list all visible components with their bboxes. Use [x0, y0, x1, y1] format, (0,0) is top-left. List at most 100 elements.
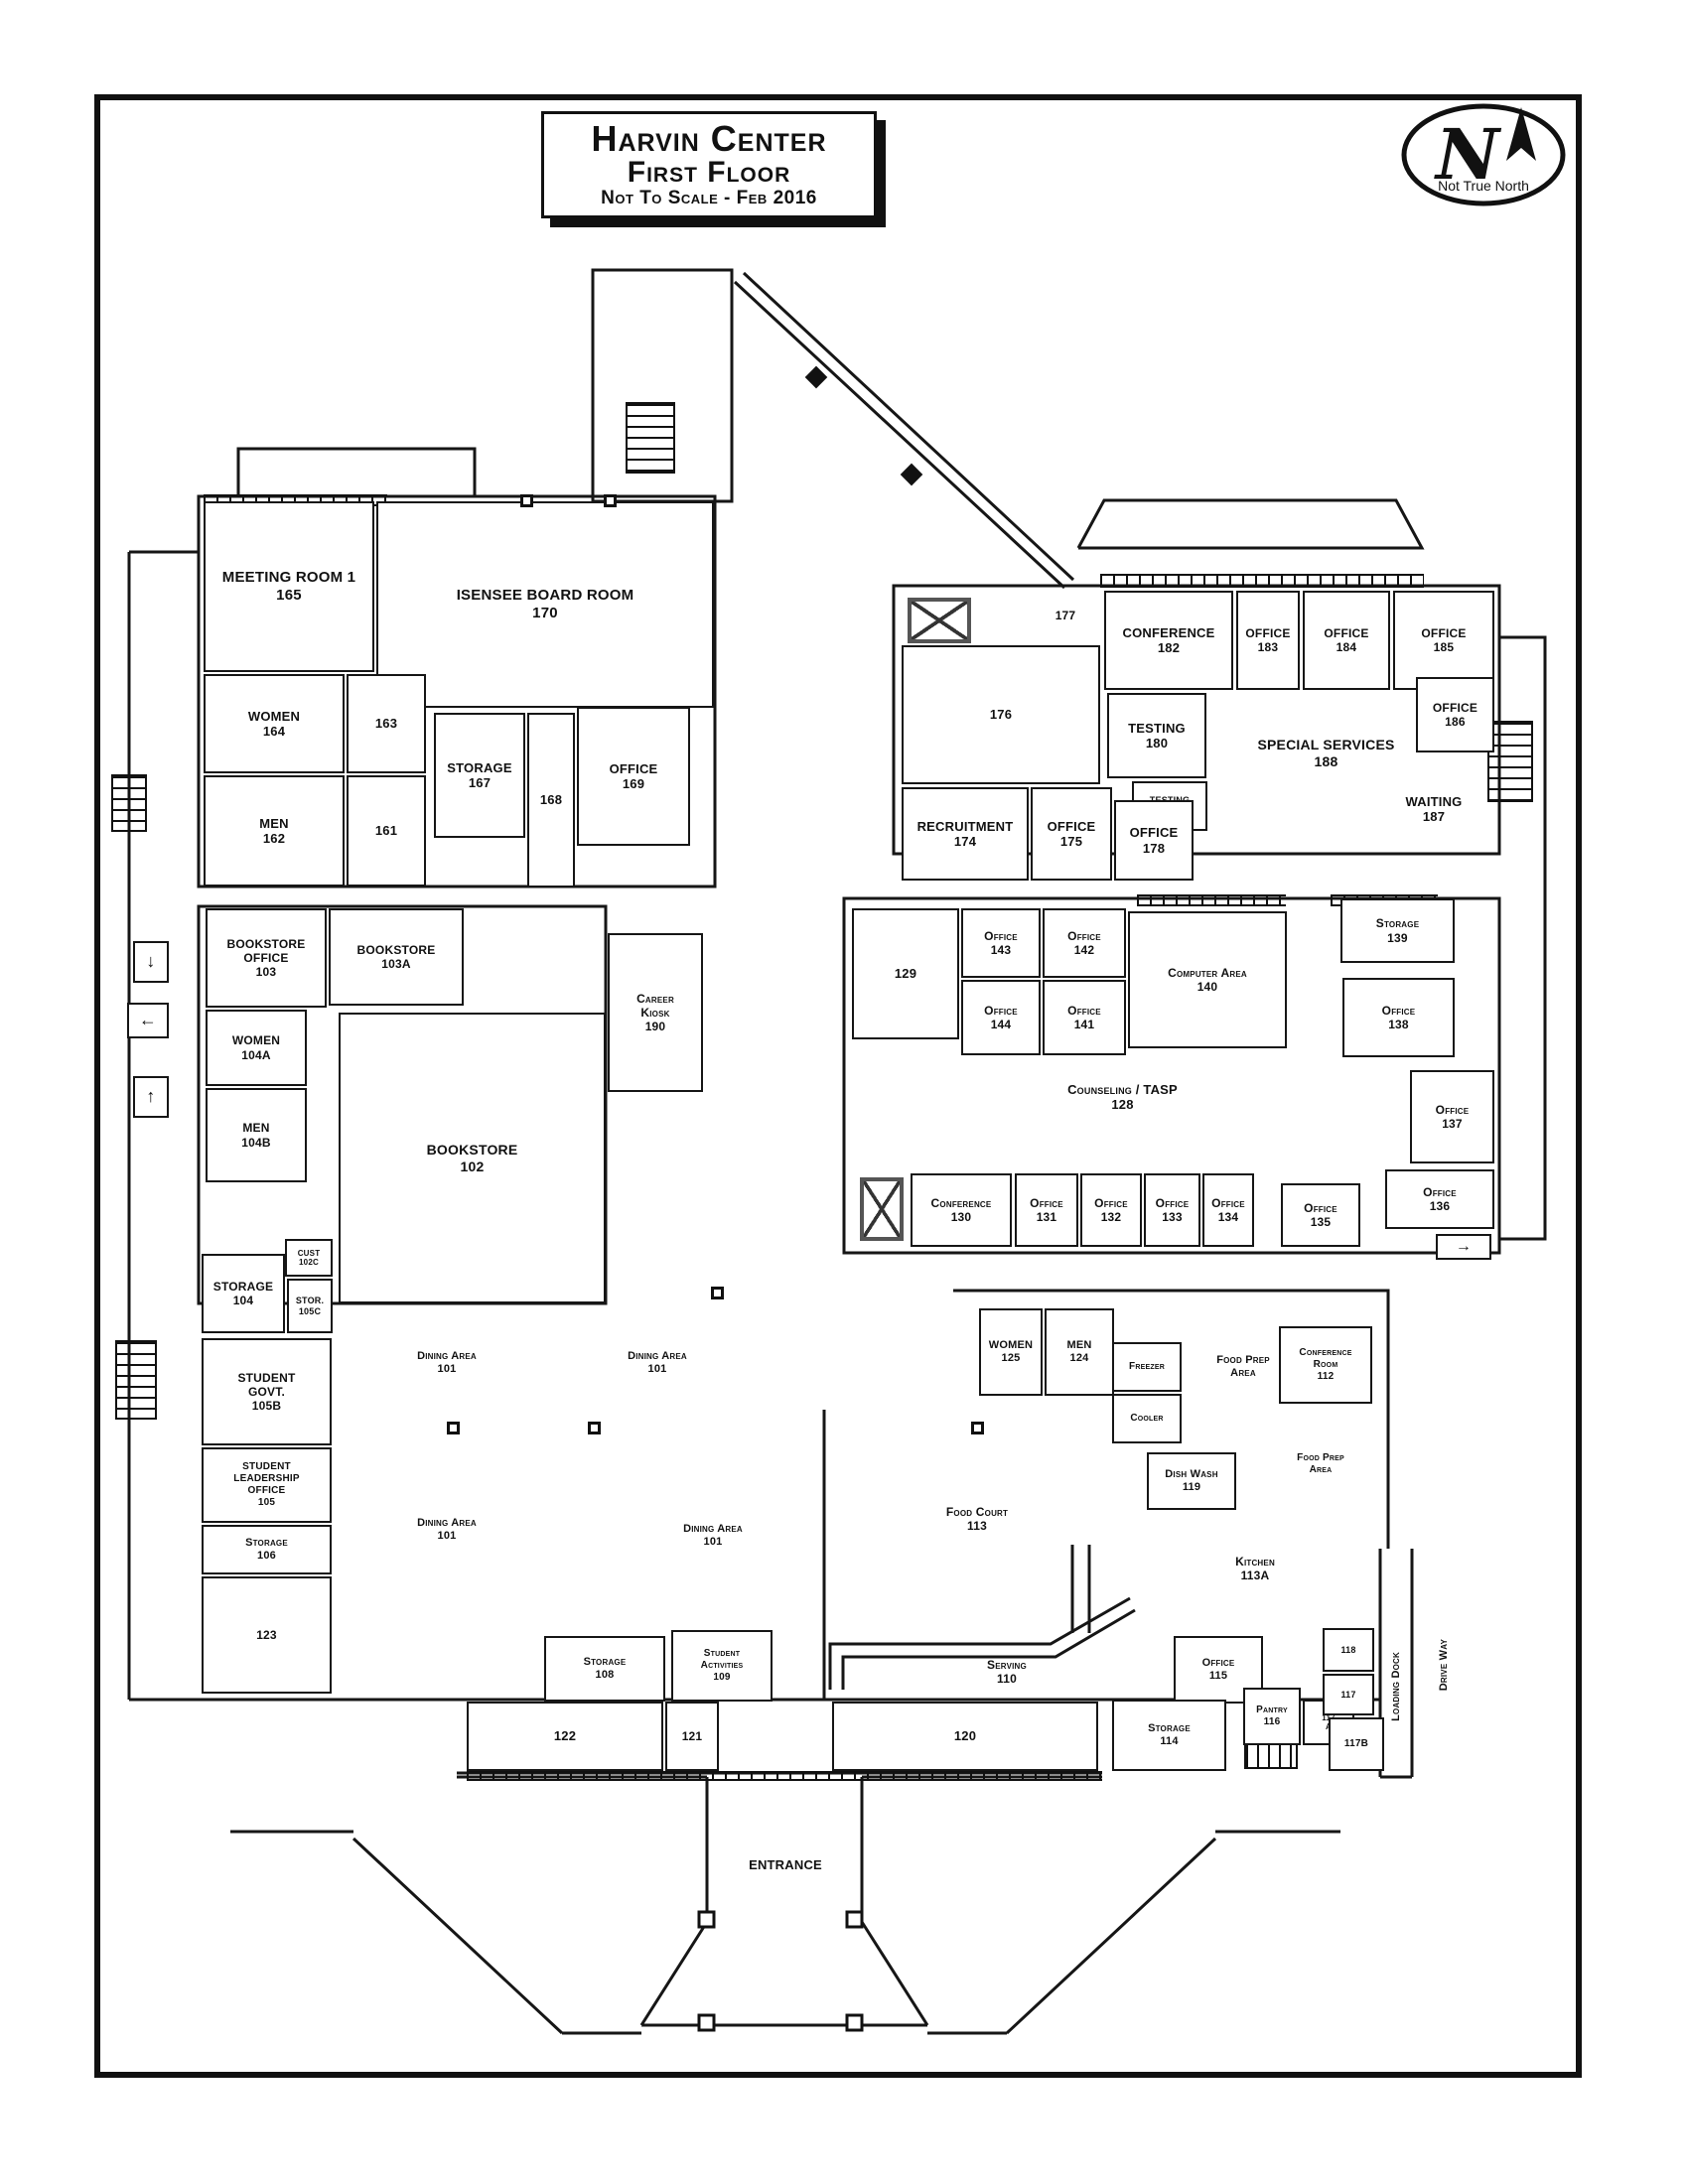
office-135: Office 135 — [1281, 1183, 1360, 1247]
storage-139-label: Storage 139 — [1375, 916, 1420, 945]
storage-114-label: Storage 114 — [1148, 1722, 1191, 1747]
student-activities-109-label: Student Activities 109 — [700, 1648, 744, 1683]
room-168-label: 168 — [539, 792, 563, 808]
bookstore-102-label: BOOKSTORE 102 — [426, 1141, 518, 1174]
office-134: Office 134 — [1202, 1173, 1254, 1247]
column-marker — [447, 1422, 460, 1434]
special-services-188: SPECIAL SERVICES 188 — [1229, 721, 1423, 786]
office-143: Office 143 — [961, 908, 1041, 978]
dining-area-101-b: Dining Area 101 — [606, 1342, 709, 1384]
freezer: Freezer — [1112, 1342, 1182, 1392]
food-court-113: Food Court 113 — [921, 1494, 1033, 1544]
freezer-label: Freezer — [1129, 1361, 1165, 1373]
men-104b: MEN 104B — [206, 1088, 307, 1182]
window-band-computer-area — [1137, 894, 1286, 906]
student-leadership-office-105-label: STUDENT LEADERSHIP OFFICE 105 — [233, 1461, 300, 1508]
bookstore-103a: BOOKSTORE 103A — [329, 908, 464, 1006]
office-141-label: Office 141 — [1067, 1003, 1101, 1031]
dining-area-101-a-label: Dining Area 101 — [417, 1350, 477, 1375]
logo-monogram: N — [1434, 113, 1502, 196]
stairs-east — [1487, 721, 1533, 802]
room-177: 177 — [1033, 592, 1098, 639]
women-125-label: WOMEN 125 — [988, 1339, 1034, 1364]
women-164: WOMEN 164 — [204, 674, 345, 773]
food-prep-area-1: Food Prep Area — [1190, 1342, 1297, 1392]
vestibule-columns — [697, 1910, 864, 2032]
testing-180: TESTING 180 — [1107, 693, 1206, 778]
elevator-left-label: ← — [138, 1010, 158, 1030]
plan-scale-note: Not To Scale - Feb 2016 — [601, 188, 817, 209]
counseling-tasp-128-label: Counseling / TASP 128 — [1067, 1081, 1178, 1112]
north-arrow-icon — [1506, 107, 1536, 161]
dish-wash-119-label: Dish Wash 119 — [1165, 1468, 1218, 1493]
office-178: OFFICE 178 — [1114, 800, 1194, 881]
bookstore-102: BOOKSTORE 102 — [339, 1013, 606, 1303]
drive-way: Drive Way — [1430, 1600, 1458, 1729]
office-131: Office 131 — [1015, 1173, 1078, 1247]
kitchen-113a: Kitchen 113A — [1203, 1545, 1307, 1592]
men-162-label: MEN 162 — [259, 815, 289, 846]
waiting-187: WAITING 187 — [1388, 782, 1479, 836]
room-168: 168 — [527, 713, 575, 887]
bookstore-103a-label: BOOKSTORE 103A — [356, 942, 436, 971]
office-136-label: Office 136 — [1423, 1184, 1457, 1213]
storage-167: STORAGE 167 — [434, 713, 525, 838]
office-142: Office 142 — [1043, 908, 1126, 978]
storage-139: Storage 139 — [1340, 898, 1455, 963]
isensee-board-room-170-label: ISENSEE BOARD ROOM 170 — [456, 587, 634, 621]
men-124-label: MEN 124 — [1066, 1339, 1092, 1364]
elevator-down-label: ↓ — [146, 951, 156, 972]
conference-130-label: Conference 130 — [930, 1195, 992, 1224]
conference-130: Conference 130 — [911, 1173, 1012, 1247]
room-117-label: 117 — [1340, 1689, 1356, 1700]
women-164-label: WOMEN 164 — [247, 708, 301, 739]
room-118-label: 118 — [1340, 1644, 1356, 1655]
bookstore-office-103-label: BOOKSTORE OFFICE 103 — [226, 936, 306, 980]
storage-106-label: Storage 106 — [245, 1537, 288, 1562]
column-marker — [604, 494, 617, 507]
serving-110-label: Serving 110 — [987, 1657, 1027, 1686]
conference-182-label: CONFERENCE 182 — [1122, 624, 1215, 655]
office-185-label: OFFICE 185 — [1421, 625, 1467, 654]
stairs-tower — [626, 402, 675, 474]
student-govt-105b: STUDENT GOVT. 105B — [202, 1338, 332, 1445]
storage-114: Storage 114 — [1112, 1700, 1226, 1771]
entrance: ENTRANCE — [731, 1848, 840, 1882]
room-123-label: 123 — [256, 1627, 277, 1642]
office-137: Office 137 — [1410, 1070, 1494, 1163]
elevator-up-label: ↑ — [146, 1086, 156, 1107]
office-137-label: Office 137 — [1435, 1102, 1470, 1131]
office-175-label: OFFICE 175 — [1047, 818, 1096, 849]
testing-180-label: TESTING 180 — [1128, 720, 1186, 751]
room-121-label: 121 — [681, 1728, 703, 1743]
cooler: Cooler — [1112, 1394, 1182, 1443]
cust-102c: CUST 102C — [285, 1239, 333, 1277]
room-120-label: 120 — [953, 1728, 977, 1744]
room-176: 176 — [902, 645, 1100, 784]
storage-106: Storage 106 — [202, 1525, 332, 1574]
women-125: WOMEN 125 — [979, 1308, 1043, 1396]
stairs-west-2 — [115, 1340, 157, 1420]
storage-104: STORAGE 104 — [202, 1254, 285, 1333]
room-117a-label: 117 A — [1322, 1713, 1336, 1732]
computer-area-140-label: Computer Area 140 — [1168, 965, 1247, 994]
office-138-label: Office 138 — [1381, 1003, 1416, 1031]
career-kiosk-190-label: Career Kiosk 190 — [636, 991, 674, 1034]
kitchen-113a-label: Kitchen 113A — [1235, 1554, 1275, 1582]
office-115-label: Office 115 — [1201, 1657, 1235, 1682]
dish-wash-119: Dish Wash 119 — [1147, 1452, 1236, 1510]
storage-108-label: Storage 108 — [583, 1656, 627, 1681]
office-135-label: Office 135 — [1304, 1200, 1337, 1229]
office-185: OFFICE 185 — [1393, 591, 1494, 690]
office-186: OFFICE 186 — [1416, 677, 1494, 752]
student-leadership-office-105: STUDENT LEADERSHIP OFFICE 105 — [202, 1447, 332, 1523]
men-124: MEN 124 — [1045, 1308, 1114, 1396]
student-activities-109: Student Activities 109 — [671, 1630, 773, 1702]
room-122: 122 — [467, 1702, 663, 1771]
sheet-border — [94, 94, 1582, 2078]
title-block: Harvin Center First Floor Not To Scale -… — [541, 111, 877, 218]
loading-dock-label: Loading Dock — [1389, 1652, 1402, 1721]
room-123: 123 — [202, 1576, 332, 1694]
room-122-label: 122 — [553, 1728, 577, 1744]
